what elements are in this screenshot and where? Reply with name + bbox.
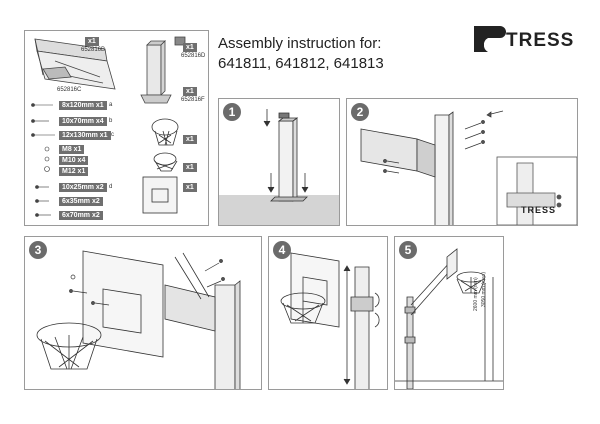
step-1-panel: 1 (218, 98, 340, 226)
qty-net-2: x1 (183, 163, 197, 172)
step-1-badge: 1 (223, 103, 241, 121)
part-code-hardware: 652816C (57, 87, 82, 93)
assembly-title: Assembly instruction for: 641811, 641812… (218, 34, 384, 74)
qty-rim: x1 (183, 87, 197, 96)
hardware-item: 10x70mm x4 (59, 117, 107, 126)
step-4-panel: 4 (268, 236, 388, 390)
qty-net: x1 (183, 135, 197, 144)
title-line-2: 641811, 641812, 641813 (218, 55, 384, 72)
part-code-rim: 652816F (181, 97, 205, 103)
dimension-label-min: 2600 mm (min) (473, 277, 479, 311)
step-5-badge: 5 (399, 241, 417, 259)
step-2-badge: 2 (351, 103, 369, 121)
hardware-item: 6x35mm x2 (59, 197, 103, 206)
hardware-item: 10x25mm x2 (59, 183, 107, 192)
hardware-item: 6x70mm x2 (59, 211, 103, 220)
hardware-icon-letter: c (111, 132, 114, 138)
hardware-item: 12x130mm x1 (59, 131, 111, 140)
step-3-panel: 3 (24, 236, 262, 390)
step-3-badge: 3 (29, 241, 47, 259)
qty-backboard: x1 (183, 183, 197, 192)
step-5-drawing (395, 248, 503, 389)
part-code-bracket: 652816B (81, 47, 106, 53)
qty-bracket: x1 (85, 37, 99, 46)
logo-text: TRESS (506, 30, 575, 51)
hardware-item: M8 x1 (59, 145, 85, 154)
step-4-drawing (280, 252, 380, 389)
step-3-drawing (36, 250, 241, 389)
parts-panel: 652816B x1 652816C 652816D x1 652816F x1… (24, 30, 209, 226)
hardware-icon-letter: d (109, 184, 113, 190)
step-5-panel: 5 2600 mm (min) 3050 mm (max) (394, 236, 504, 390)
step-2-drawing (360, 110, 577, 225)
step-1-drawing (219, 109, 339, 225)
inset-logo: TRESS (521, 205, 557, 215)
hardware-item: M12 x1 (59, 167, 89, 176)
parts-drawing (31, 36, 186, 217)
title-line-1: Assembly instruction for: (218, 35, 382, 52)
hardware-item: 8x120mm x1 (59, 101, 107, 110)
part-code-post: 652816D (181, 53, 206, 59)
dimension-label-max: 3050 mm (max) (481, 271, 487, 307)
step-4-badge: 4 (273, 241, 291, 259)
step-2-panel: 2 TRESS (346, 98, 578, 226)
hardware-icon-letter: b (109, 118, 113, 124)
hardware-item: M10 x4 (59, 156, 89, 165)
qty-post: x1 (183, 43, 197, 52)
hardware-icon-letter: a (109, 102, 113, 108)
